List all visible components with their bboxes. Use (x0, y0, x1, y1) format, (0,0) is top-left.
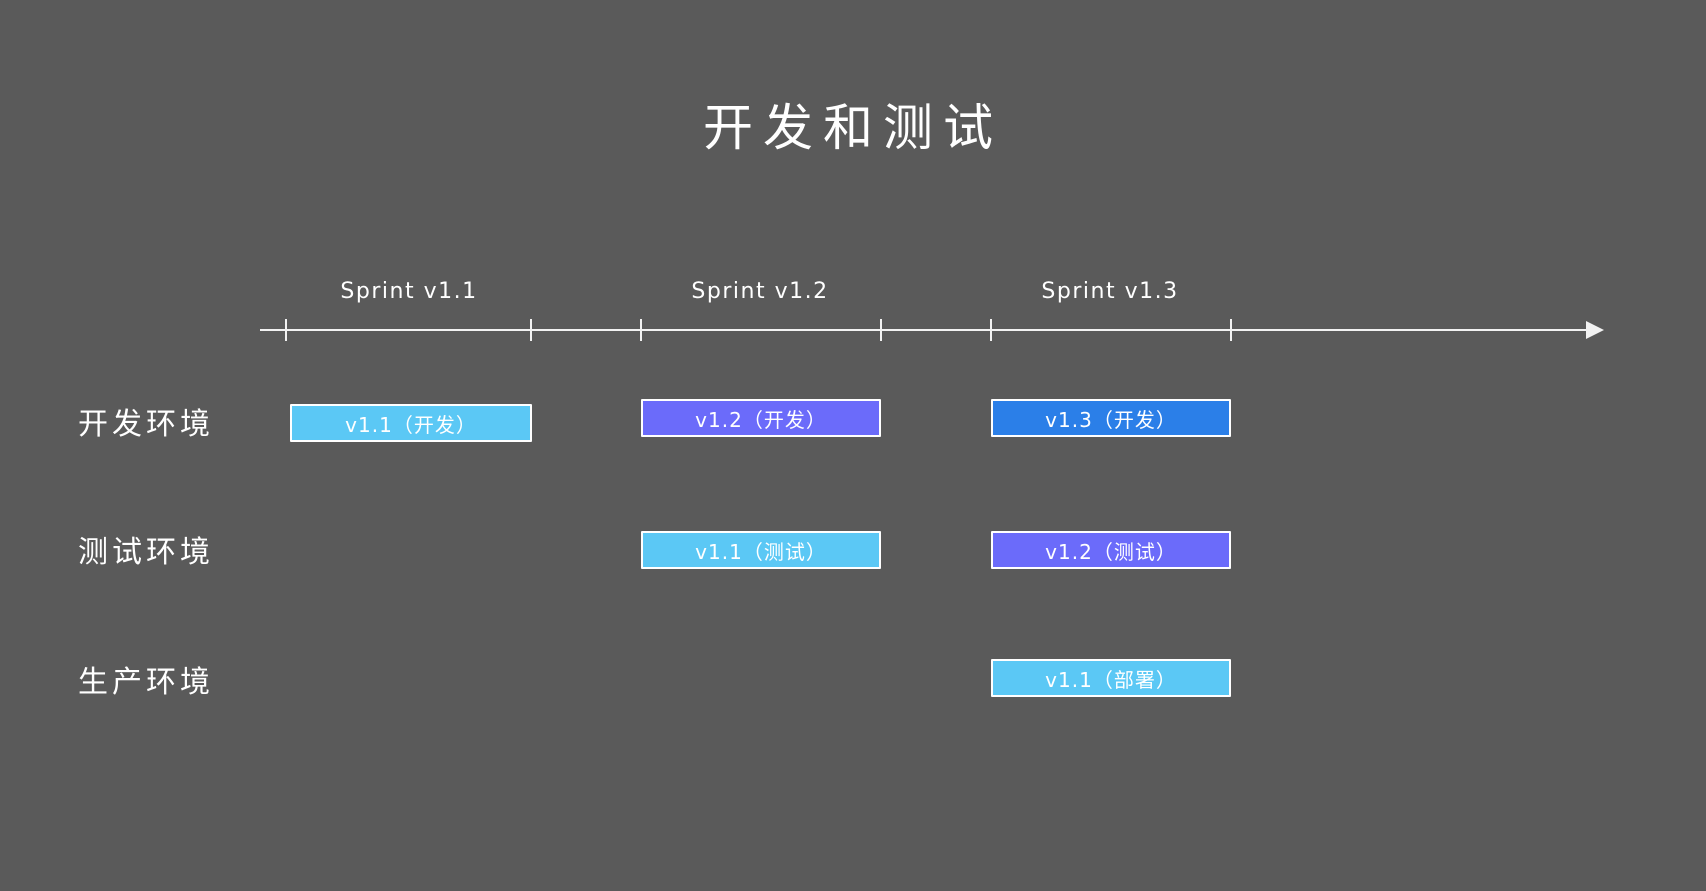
row-test-environment: 测试环境 v1.1（测试） v1.2（测试） (0, 530, 1706, 590)
timeline-tick-5 (1230, 319, 1232, 341)
bar-v1-1-dev[interactable]: v1.1（开发） (290, 404, 532, 442)
timeline-axis-line (260, 329, 1592, 331)
bar-v1-1-deploy[interactable]: v1.1（部署） (991, 659, 1231, 697)
timeline-tick-4 (990, 319, 992, 341)
timeline-tick-1 (530, 319, 532, 341)
timeline-tick-2 (640, 319, 642, 341)
row-prod-environment-label: 生产环境 (78, 665, 214, 700)
row-dev-environment: 开发环境 v1.1（开发） v1.2（开发） v1.3（开发） (0, 398, 1706, 458)
timeline-tick-3 (880, 319, 882, 341)
timeline-segment-label-2: Sprint v1.3 (1041, 279, 1179, 304)
timeline-segment-label-0: Sprint v1.1 (340, 279, 478, 304)
timeline-tick-0 (285, 319, 287, 341)
row-prod-environment: 生产环境 v1.1（部署） (0, 659, 1706, 720)
bar-v1-2-test[interactable]: v1.2（测试） (991, 531, 1231, 569)
horizontal-scrollbar[interactable] (0, 885, 1706, 891)
page-title: 开发和测试 (703, 99, 1003, 157)
timeline-segment-label-1: Sprint v1.2 (691, 279, 829, 304)
row-test-environment-label: 测试环境 (78, 535, 214, 570)
row-dev-environment-label: 开发环境 (78, 407, 214, 442)
timeline-arrow-head (1586, 321, 1604, 339)
sprint-timeline: Sprint v1.1 Sprint v1.2 Sprint v1.3 (0, 255, 1706, 341)
bar-v1-1-test[interactable]: v1.1（测试） (641, 531, 881, 569)
bar-v1-3-dev[interactable]: v1.3（开发） (991, 399, 1231, 437)
bar-v1-2-dev[interactable]: v1.2（开发） (641, 399, 881, 437)
